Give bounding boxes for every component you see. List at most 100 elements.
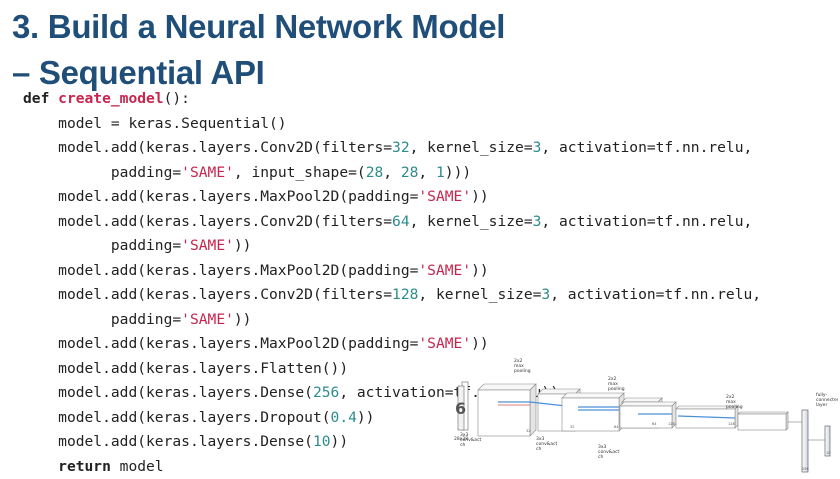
label-fully-connected: fully- connected layer <box>816 392 838 408</box>
dim-label: 128 <box>728 422 735 426</box>
code-token: return <box>58 458 111 475</box>
code-token: 'SAME' <box>181 164 234 181</box>
label-pool2: 2x2 max pooling <box>608 376 625 392</box>
code-token: 64 <box>392 213 410 230</box>
code-indent <box>23 311 111 328</box>
dim-label: 32 <box>570 425 574 429</box>
code-token: , activation=tf.nn.relu, <box>541 213 752 230</box>
label-conv2: 3x3 conv&act ch <box>536 436 559 452</box>
label-pool1: 2x2 max pooling <box>514 358 531 374</box>
code-token: )) <box>471 188 489 205</box>
code-token: , activation=tf.nn.relu, <box>550 286 761 303</box>
code-token: 28 <box>401 164 419 181</box>
dim-label: 32 <box>526 429 530 433</box>
code-line: model.add(keras.layers.Conv2D(filters=12… <box>23 283 761 308</box>
code-token: )) <box>357 409 375 426</box>
code-token: model.add(keras.layers.Conv2D(filters= <box>58 213 392 230</box>
dim-label: 256 <box>802 467 809 471</box>
code-token: model.add(keras.layers.Conv2D(filters= <box>58 286 392 303</box>
code-line: model.add(keras.layers.Conv2D(filters=32… <box>23 136 761 161</box>
code-token <box>49 90 58 107</box>
code-token: padding= <box>111 311 181 328</box>
code-line: padding='SAME')) <box>23 234 761 259</box>
code-token: def <box>23 90 49 107</box>
dim-label: 10 <box>826 451 830 455</box>
code-token: 1 <box>436 164 445 181</box>
dim-label: 64 <box>614 425 619 429</box>
code-indent <box>23 237 111 254</box>
fully-connected-layers <box>788 410 830 472</box>
code-token: model <box>111 458 164 475</box>
code-line: padding='SAME')) <box>23 308 761 333</box>
code-token: ))) <box>445 164 471 181</box>
code-line: def create_model(): <box>23 87 761 112</box>
code-token: model.add(keras.layers.Conv2D(filters= <box>58 139 392 156</box>
code-token: create_model <box>58 90 163 107</box>
code-indent <box>23 286 58 303</box>
code-token: 128 <box>392 286 418 303</box>
code-token: model.add(keras.layers.Flatten()) <box>58 360 348 377</box>
code-indent <box>23 458 58 475</box>
code-indent <box>23 115 58 132</box>
code-indent <box>23 409 58 426</box>
code-indent <box>23 335 58 352</box>
code-token: 10 <box>313 433 331 450</box>
code-token: )) <box>234 237 252 254</box>
code-token: 0.4 <box>331 409 357 426</box>
code-token: , kernel_size= <box>410 213 533 230</box>
label-conv3: 3x3 conv&act ch <box>598 444 621 460</box>
code-indent <box>23 164 111 181</box>
code-token: model.add(keras.layers.MaxPool2D(padding… <box>58 262 418 279</box>
code-line: model.add(keras.layers.MaxPool2D(padding… <box>23 185 761 210</box>
dim-label: 64 <box>652 422 657 426</box>
code-token: model = keras.Sequential() <box>58 115 286 132</box>
code-indent <box>23 433 58 450</box>
code-token: )) <box>331 433 349 450</box>
code-indent <box>23 139 58 156</box>
code-line: model.add(keras.layers.MaxPool2D(padding… <box>23 259 761 284</box>
code-indent <box>23 262 58 279</box>
code-line: padding='SAME', input_shape=(28, 28, 1))… <box>23 161 761 186</box>
code-token: , <box>418 164 436 181</box>
code-token: model.add(keras.layers.Dense( <box>58 384 313 401</box>
code-token: 'SAME' <box>181 311 234 328</box>
code-token: 32 <box>392 139 410 156</box>
cnn-architecture-diagram: 6 28x28 <box>438 352 838 474</box>
slide-title-line-1: 3. Build a Neural Network Model <box>12 8 505 45</box>
label-pool3: 2x2 max pooling <box>726 394 743 410</box>
code-indent <box>23 360 58 377</box>
code-token: 28 <box>366 164 384 181</box>
code-token: model.add(keras.layers.Dense( <box>58 433 313 450</box>
cnn-diagram-svg: 6 28x28 <box>438 352 838 474</box>
code-token: 'SAME' <box>181 237 234 254</box>
code-token: )) <box>234 311 252 328</box>
code-token: model.add(keras.layers.MaxPool2D(padding… <box>58 335 418 352</box>
dim-label: 128 <box>668 422 675 426</box>
code-token: , <box>383 164 401 181</box>
code-token: padding= <box>111 237 181 254</box>
code-token: 'SAME' <box>418 335 471 352</box>
slide-title-line-2: – Sequential API <box>12 54 265 91</box>
code-token: model.add(keras.layers.Dropout( <box>58 409 330 426</box>
code-token: , activation=tf.nn.relu, <box>541 139 752 156</box>
code-line: model.add(keras.layers.Conv2D(filters=64… <box>23 210 761 235</box>
code-token: )) <box>471 262 489 279</box>
code-indent <box>23 213 58 230</box>
input-digit-glyph: 6 <box>455 399 466 418</box>
code-token: )) <box>471 335 489 352</box>
code-token: model.add(keras.layers.MaxPool2D(padding… <box>58 188 418 205</box>
slide-title: 3. Build a Neural Network Model – Sequen… <box>12 4 505 96</box>
code-token: (): <box>164 90 190 107</box>
code-token: 256 <box>313 384 339 401</box>
code-token: , kernel_size= <box>410 139 533 156</box>
code-token: 'SAME' <box>418 262 471 279</box>
code-token: 'SAME' <box>418 188 471 205</box>
code-token: , kernel_size= <box>418 286 541 303</box>
code-indent <box>23 188 58 205</box>
code-line: model = keras.Sequential() <box>23 112 761 137</box>
code-token: 3 <box>541 286 550 303</box>
code-indent <box>23 384 58 401</box>
code-token: padding= <box>111 164 181 181</box>
feature-block-final <box>738 412 788 430</box>
code-token: , input_shape=( <box>234 164 366 181</box>
